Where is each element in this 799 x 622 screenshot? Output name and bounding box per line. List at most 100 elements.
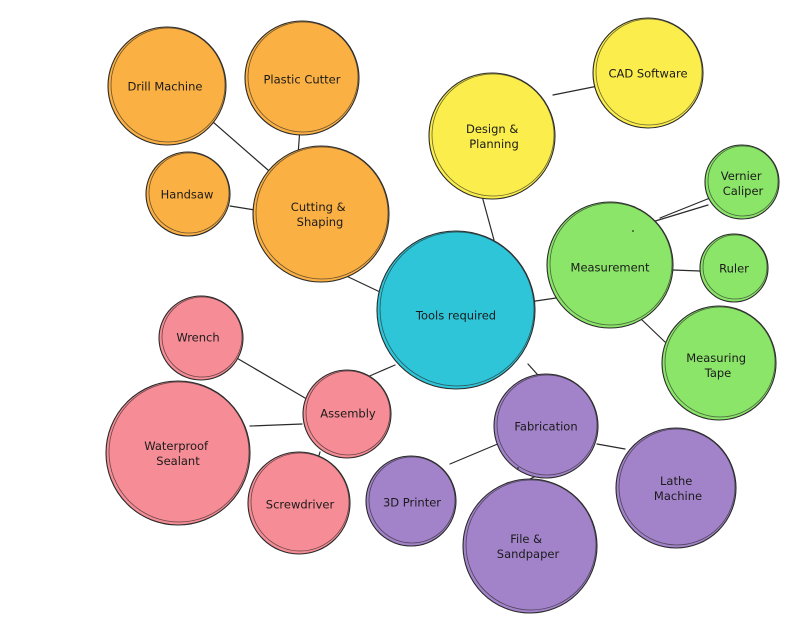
node-file-sandpaper-line2: Sandpaper [497,547,560,561]
node-plastic-cutter-circle [245,21,359,135]
node-design-planning-circle [429,73,555,199]
node-fabrication-outline2 [496,374,598,476]
node-screwdriver-outline [247,451,351,555]
node-plastic-cutter-outline [244,20,360,136]
node-design-planning-outline2 [431,73,555,197]
edge-lathe-fabrication [596,443,626,450]
node-drill-machine-outline [107,26,227,146]
edge-vernier-measurement-2 [659,197,711,219]
node-measurement[interactable]: Measurement [546,201,674,329]
node-measurement-outline [546,201,674,329]
node-lathe-machine-line2: Machine [654,489,702,503]
node-assembly-outline2 [305,370,391,456]
node-vernier-caliper-line2: Caliper [723,184,764,198]
node-measurement-outline2 [549,202,673,326]
node-assembly[interactable]: Assembly [302,369,392,459]
node-cad-software-label: CAD Software [608,67,687,81]
node-drill-machine-circle [108,27,226,145]
edge-ruler-measurement [672,269,701,272]
edge-drill-cutting [204,114,269,171]
node-tools-required-outline2 [379,231,535,387]
node-vernier-caliper-outline [704,144,780,220]
node-vernier-caliper-label: Vernier Caliper [721,169,766,198]
node-design-planning-line2: Planning [469,137,519,151]
node-measuring-tape-outline [661,305,777,421]
node-waterproof-sealant-outline [105,380,251,526]
node-screwdriver[interactable]: Screwdriver [247,451,351,555]
node-plastic-cutter-label: Plastic Cutter [264,73,341,87]
node-file-sandpaper-line1: File & [510,532,542,546]
node-tools-required-label: Tools required [415,309,496,323]
node-file-sandpaper[interactable]: File & Sandpaper [462,478,598,614]
node-cutting-shaping-line2: Shaping [297,215,344,229]
node-plastic-cutter-outline2 [247,21,359,133]
node-handsaw-outline2 [148,152,230,234]
node-measurement-label: Measurement [571,261,650,275]
node-ruler-outline [699,233,769,303]
node-waterproof-sealant-label: Waterproof Sealant [144,439,212,468]
node-assembly-outline [302,369,392,459]
edge-handsaw-cutting [229,205,256,211]
node-measuring-tape-outline2 [664,306,776,418]
node-drill-machine-label: Drill Machine [128,80,203,94]
node-lathe-machine-outline2 [618,428,736,546]
node-cad-software-outline [592,17,704,129]
edge-design-center [481,195,495,241]
node-plastic-cutter[interactable]: Plastic Cutter [244,20,360,136]
node-handsaw-outline [145,151,231,237]
node-waterproof-sealant-outline2 [108,381,250,523]
node-assembly-circle [303,370,391,458]
node-measuring-tape-line1: Measuring [686,351,746,365]
node-wrench-outline2 [161,296,243,378]
node-fabrication-outline [493,373,599,479]
node-fabrication[interactable]: Fabrication [493,373,599,479]
node-measurement-circle [547,202,673,328]
node-file-sandpaper-label: File & Sandpaper [497,532,560,561]
node-waterproof-sealant[interactable]: Waterproof Sealant [105,380,251,526]
node-cutting-shaping[interactable]: Cutting & Shaping [252,145,390,283]
node-waterproof-sealant-line1: Waterproof [144,439,209,453]
node-lathe-machine[interactable]: Lathe Machine [615,427,737,549]
edge-wrench-assembly [234,356,306,399]
node-lathe-machine-line1: Lathe [660,474,692,488]
node-tools-required[interactable]: Tools required [376,230,536,390]
edge-printer-fabrication [449,442,501,465]
node-cutting-shaping-circle [253,146,389,282]
node-screwdriver-label: Screwdriver [266,498,335,512]
node-vernier-caliper[interactable]: Vernier Caliper [704,144,780,220]
node-measuring-tape-circle [662,306,776,420]
node-cutting-shaping-label: Cutting & Shaping [291,200,349,229]
node-3d-printer-label: 3D Printer [383,496,441,510]
node-waterproof-sealant-circle [106,381,250,525]
edge-assembly-center [364,364,396,379]
node-vernier-caliper-line1: Vernier [721,169,762,183]
node-cad-software-circle [593,18,703,128]
node-cutting-shaping-line1: Cutting & [291,200,346,214]
node-ruler[interactable]: Ruler [699,233,769,303]
node-measuring-tape-line2: Tape [704,366,732,380]
node-file-sandpaper-circle [463,479,597,613]
node-3d-printer-outline [365,455,457,547]
node-wrench-circle [159,296,243,380]
node-ruler-circle [700,234,768,302]
node-ruler-outline2 [702,234,768,300]
node-handsaw[interactable]: Handsaw [145,151,231,237]
node-design-planning-line1: Design & [466,122,518,136]
node-3d-printer[interactable]: 3D Printer [365,455,457,547]
node-wrench-label: Wrench [176,331,219,345]
node-measuring-tape-label: Measuring Tape [686,351,750,380]
node-3d-printer-circle [366,456,456,546]
node-measuring-tape[interactable]: Measuring Tape [661,305,777,421]
edge-tape-measurement [639,317,666,343]
node-3d-printer-outline2 [368,456,456,544]
node-wrench[interactable]: Wrench [158,295,244,381]
node-lathe-machine-outline [615,427,737,549]
stray-mark-dot-2 [517,467,519,469]
node-file-sandpaper-outline [462,478,598,614]
node-cad-software[interactable]: CAD Software [592,17,704,129]
node-design-planning-label: Design & Planning [466,122,522,151]
node-tools-required-circle [377,231,535,389]
node-design-planning[interactable]: Design & Planning [428,72,556,200]
node-lathe-machine-circle [616,428,736,548]
node-drill-machine[interactable]: Drill Machine [107,26,227,146]
